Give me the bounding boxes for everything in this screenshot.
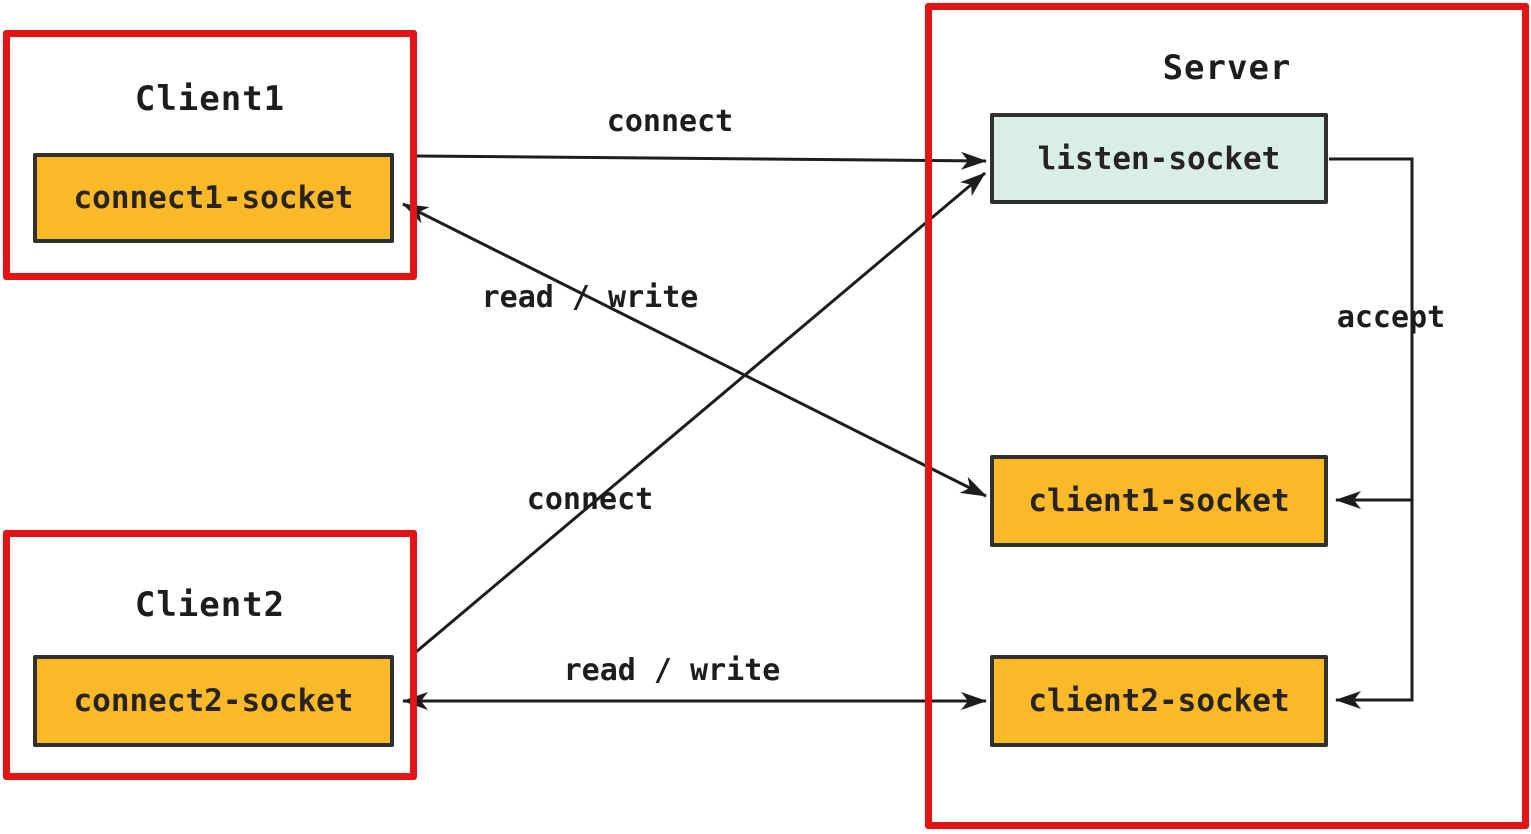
client2-title: Client2 — [134, 585, 286, 625]
connect1-socket-label: connect1-socket — [73, 180, 354, 216]
connect1-socket-box: connect1-socket — [33, 153, 394, 243]
read-write1-arrow — [402, 202, 987, 498]
accept-label: accept — [1336, 300, 1446, 335]
client2-socket-label: client2-socket — [1028, 683, 1290, 719]
connect1-arrow — [416, 151, 987, 170]
client2-socket-box: client2-socket — [990, 655, 1328, 747]
connect-top-label: connect — [606, 104, 734, 139]
client2-box: Client2 — [3, 530, 417, 780]
listen-socket-box: listen-socket — [990, 113, 1328, 204]
connect2-socket-label: connect2-socket — [73, 683, 354, 719]
read-write-top-label: read / write — [481, 280, 699, 315]
server-title: Server — [1162, 48, 1292, 88]
listen-socket-label: listen-socket — [1037, 140, 1281, 177]
client1-socket-label: client1-socket — [1028, 483, 1290, 519]
connect2-socket-box: connect2-socket — [33, 655, 394, 747]
server-box: Server — [925, 3, 1529, 829]
connect-bottom-label: connect — [526, 482, 654, 517]
client1-socket-box: client1-socket — [990, 455, 1328, 547]
client1-box: Client1 — [3, 30, 417, 280]
client1-title: Client1 — [134, 79, 286, 119]
connect2-arrow — [415, 171, 986, 654]
read-write-bottom-label: read / write — [563, 653, 781, 688]
